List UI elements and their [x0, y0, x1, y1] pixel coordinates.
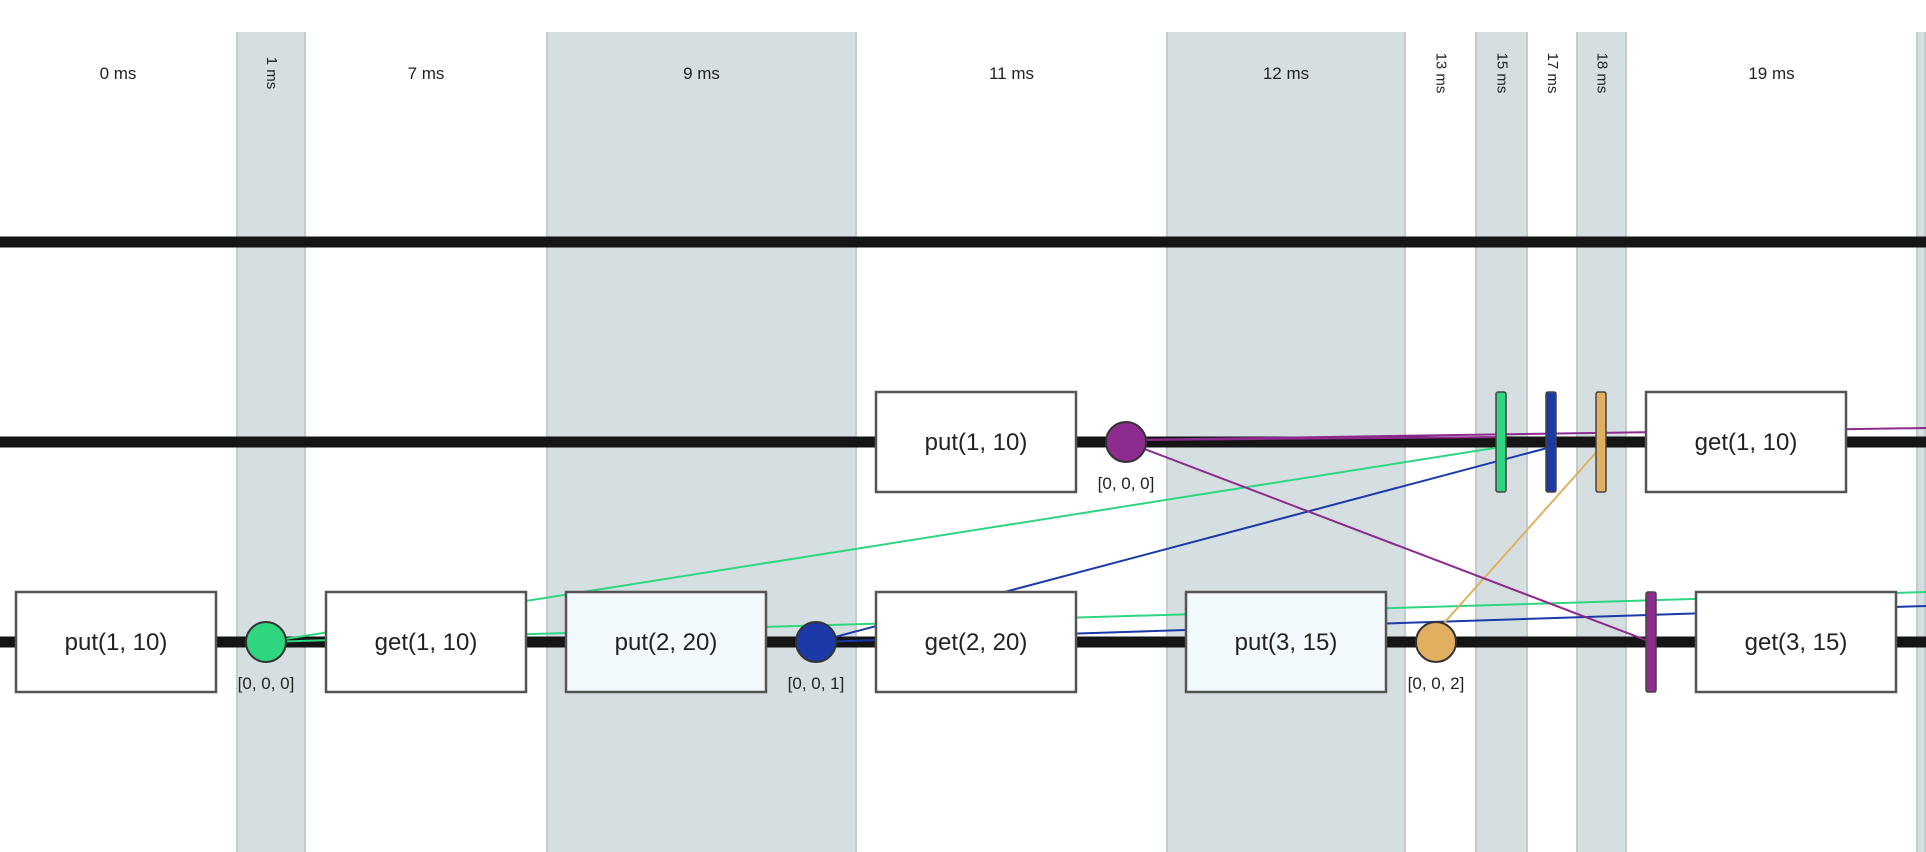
column-time-label: 15 ms — [1494, 53, 1511, 94]
operation-label: put(1, 10) — [925, 429, 1028, 456]
send-event-dot — [245, 621, 287, 663]
column-time-label: 12 ms — [1263, 64, 1309, 83]
operation-label: get(1, 10) — [375, 629, 478, 656]
operation-box: get(3, 15) — [1694, 590, 1898, 694]
vector-clock-label: [0, 0, 0] — [1098, 474, 1155, 493]
operation-label: put(2, 20) — [615, 629, 718, 656]
vector-clock-label: [0, 0, 0] — [238, 674, 295, 693]
operation-box: put(3, 15) — [1184, 590, 1388, 694]
operation-box: put(2, 20) — [564, 590, 768, 694]
operation-box: get(1, 10) — [1644, 390, 1848, 494]
column-time-label: 18 ms — [1594, 53, 1611, 94]
operation-label: put(3, 15) — [1235, 629, 1338, 656]
column-time-label: 1 ms — [263, 57, 280, 90]
operation-box: get(1, 10) — [324, 590, 528, 694]
operation-label: get(3, 15) — [1745, 629, 1848, 656]
operation-box: get(2, 20) — [874, 590, 1078, 694]
receive-marker — [1645, 591, 1657, 693]
operation-box: put(1, 10) — [874, 390, 1078, 494]
receive-marker — [1595, 391, 1607, 493]
vector-clock-label: [0, 0, 2] — [1408, 674, 1465, 693]
send-event-dot — [795, 621, 837, 663]
message-line — [1435, 446, 1602, 633]
column-time-label: 17 ms — [1544, 53, 1561, 94]
send-event-dot — [1415, 621, 1457, 663]
operation-label: put(1, 10) — [65, 629, 168, 656]
column-time-label: 19 ms — [1748, 64, 1794, 83]
receive-marker — [1495, 391, 1507, 493]
column-time-label: 0 ms — [100, 64, 137, 83]
send-event-dot — [1105, 421, 1147, 463]
column-time-label: 11 ms — [989, 64, 1034, 83]
operation-box: put(1, 10) — [14, 590, 218, 694]
vector-clock-label: [0, 0, 1] — [788, 674, 845, 693]
column-time-label: 9 ms — [683, 64, 720, 83]
column-time-label: 13 ms — [1433, 53, 1450, 94]
operation-label: get(2, 20) — [925, 629, 1028, 656]
column-time-label: 7 ms — [408, 64, 445, 83]
operation-label: get(1, 10) — [1695, 429, 1798, 456]
message-line — [1125, 436, 1502, 441]
receive-marker — [1545, 391, 1557, 493]
message-line — [1125, 441, 1652, 643]
